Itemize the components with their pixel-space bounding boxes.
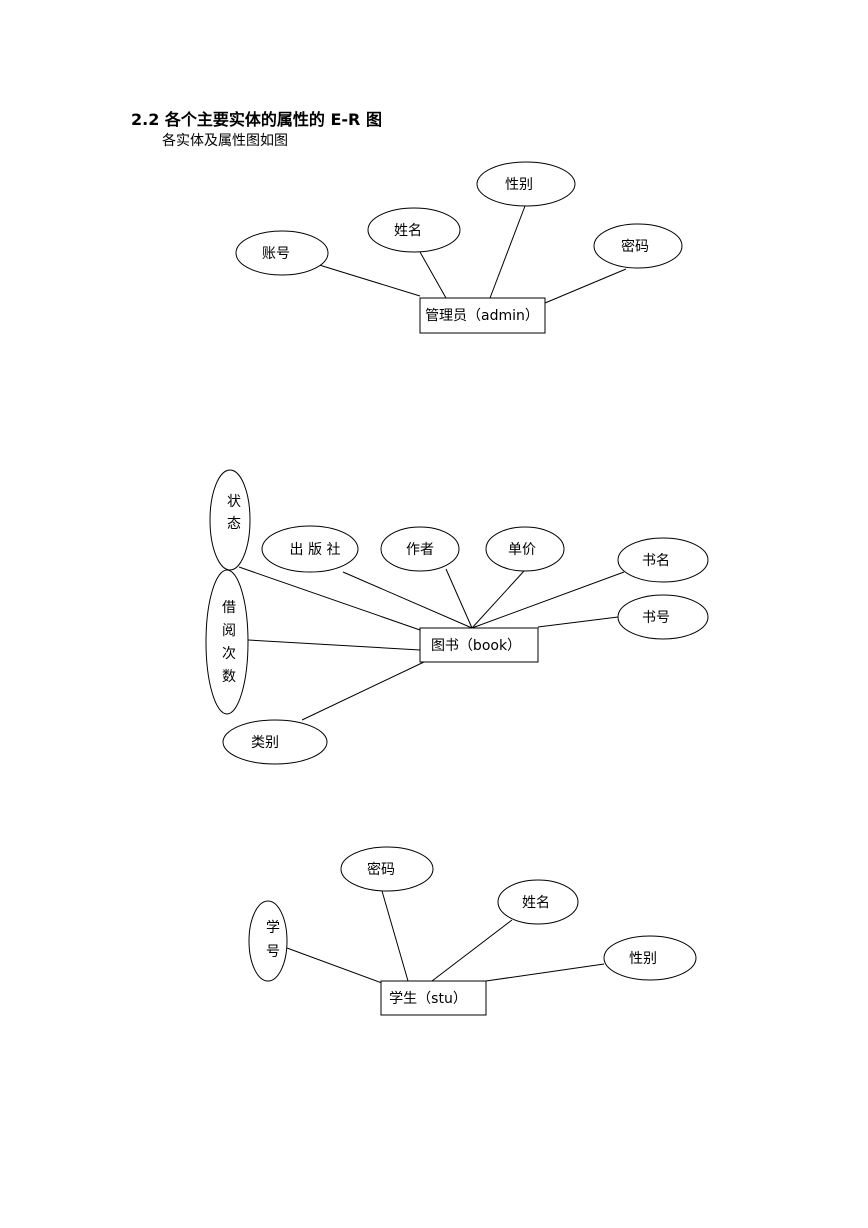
- admin-gender-connector: [489, 205, 526, 299]
- student-entity-label: 学生（stu）: [389, 991, 467, 1007]
- admin-entity-box: [419, 297, 546, 334]
- book-publisher-attribute: [261, 525, 359, 573]
- admin-password-attribute: [593, 223, 683, 269]
- book-price-label: 单价: [508, 542, 536, 558]
- book-borrow-count-label-1: 借: [222, 600, 236, 616]
- book-borrow-count-label-4: 数: [222, 669, 236, 685]
- book-publisher-connector: [342, 571, 473, 629]
- book-category-connector: [301, 661, 425, 721]
- book-no-connector: [537, 616, 619, 628]
- book-borrow-count-attribute: [205, 569, 249, 715]
- page-heading: 2.2 各个主要实体的属性的 E-R 图: [131, 110, 382, 129]
- book-borrow-count-connector: [247, 639, 421, 651]
- admin-account-attribute: [235, 230, 329, 276]
- book-title-label: 书名: [642, 553, 670, 569]
- student-password-attribute: [340, 846, 434, 892]
- book-status-attribute: [209, 469, 251, 571]
- student-gender-connector: [485, 963, 605, 982]
- admin-account-connector: [315, 263, 421, 297]
- book-title-connector: [471, 571, 625, 629]
- admin-er-diagram: 账号 姓名 性别 密码 管理员（admin）: [235, 161, 683, 334]
- book-entity-label: 图书（book）: [431, 638, 521, 654]
- page-subheading: 各实体及属性图如图: [162, 133, 288, 149]
- student-no-label-1: 学: [266, 920, 280, 936]
- book-er-diagram: 状 态 出 版 社 作者 单价 书名 书号 借 阅 次 数 类别 图书（book…: [205, 469, 709, 765]
- admin-name-connector: [419, 251, 447, 299]
- book-price-attribute: [485, 526, 565, 572]
- book-status-label-2: 态: [227, 516, 241, 532]
- admin-entity-label: 管理员（admin）: [425, 308, 539, 324]
- student-gender-label: 性别: [629, 951, 657, 967]
- student-name-attribute: [497, 879, 579, 925]
- admin-gender-label: 性别: [505, 177, 533, 193]
- admin-password-connector: [544, 268, 627, 304]
- student-entity-box: [380, 980, 487, 1016]
- book-status-connector: [238, 566, 421, 631]
- book-author-label: 作者: [406, 542, 434, 558]
- book-title-attribute: [617, 537, 709, 583]
- book-no-attribute: [617, 594, 709, 640]
- student-password-label: 密码: [367, 861, 395, 878]
- admin-password-label: 密码: [621, 238, 649, 255]
- book-publisher-label: 出 版 社: [290, 542, 341, 558]
- admin-name-label: 姓名: [394, 223, 422, 239]
- book-entity-box: [419, 627, 539, 663]
- student-name-connector: [431, 919, 513, 982]
- student-password-connector: [381, 890, 409, 982]
- book-author-connector: [445, 568, 473, 629]
- book-price-connector: [471, 570, 525, 629]
- book-no-label: 书号: [642, 610, 670, 626]
- book-category-attribute: [222, 719, 328, 765]
- student-name-label: 姓名: [522, 895, 550, 911]
- admin-account-label: 账号: [262, 246, 290, 262]
- admin-gender-attribute: [476, 161, 576, 207]
- student-no-label-2: 号: [266, 944, 280, 960]
- book-borrow-count-label-2: 阅: [222, 623, 236, 639]
- admin-name-attribute: [367, 207, 461, 253]
- student-gender-attribute: [603, 935, 697, 981]
- book-status-label-1: 状: [227, 494, 241, 510]
- book-category-label: 类别: [251, 735, 279, 751]
- student-no-attribute: [248, 900, 288, 982]
- book-author-attribute: [380, 526, 460, 572]
- student-no-connector: [286, 947, 383, 984]
- student-er-diagram: 学 号 密码 姓名 性别 学生（stu）: [248, 846, 697, 1016]
- book-borrow-count-label-3: 次: [222, 646, 236, 662]
